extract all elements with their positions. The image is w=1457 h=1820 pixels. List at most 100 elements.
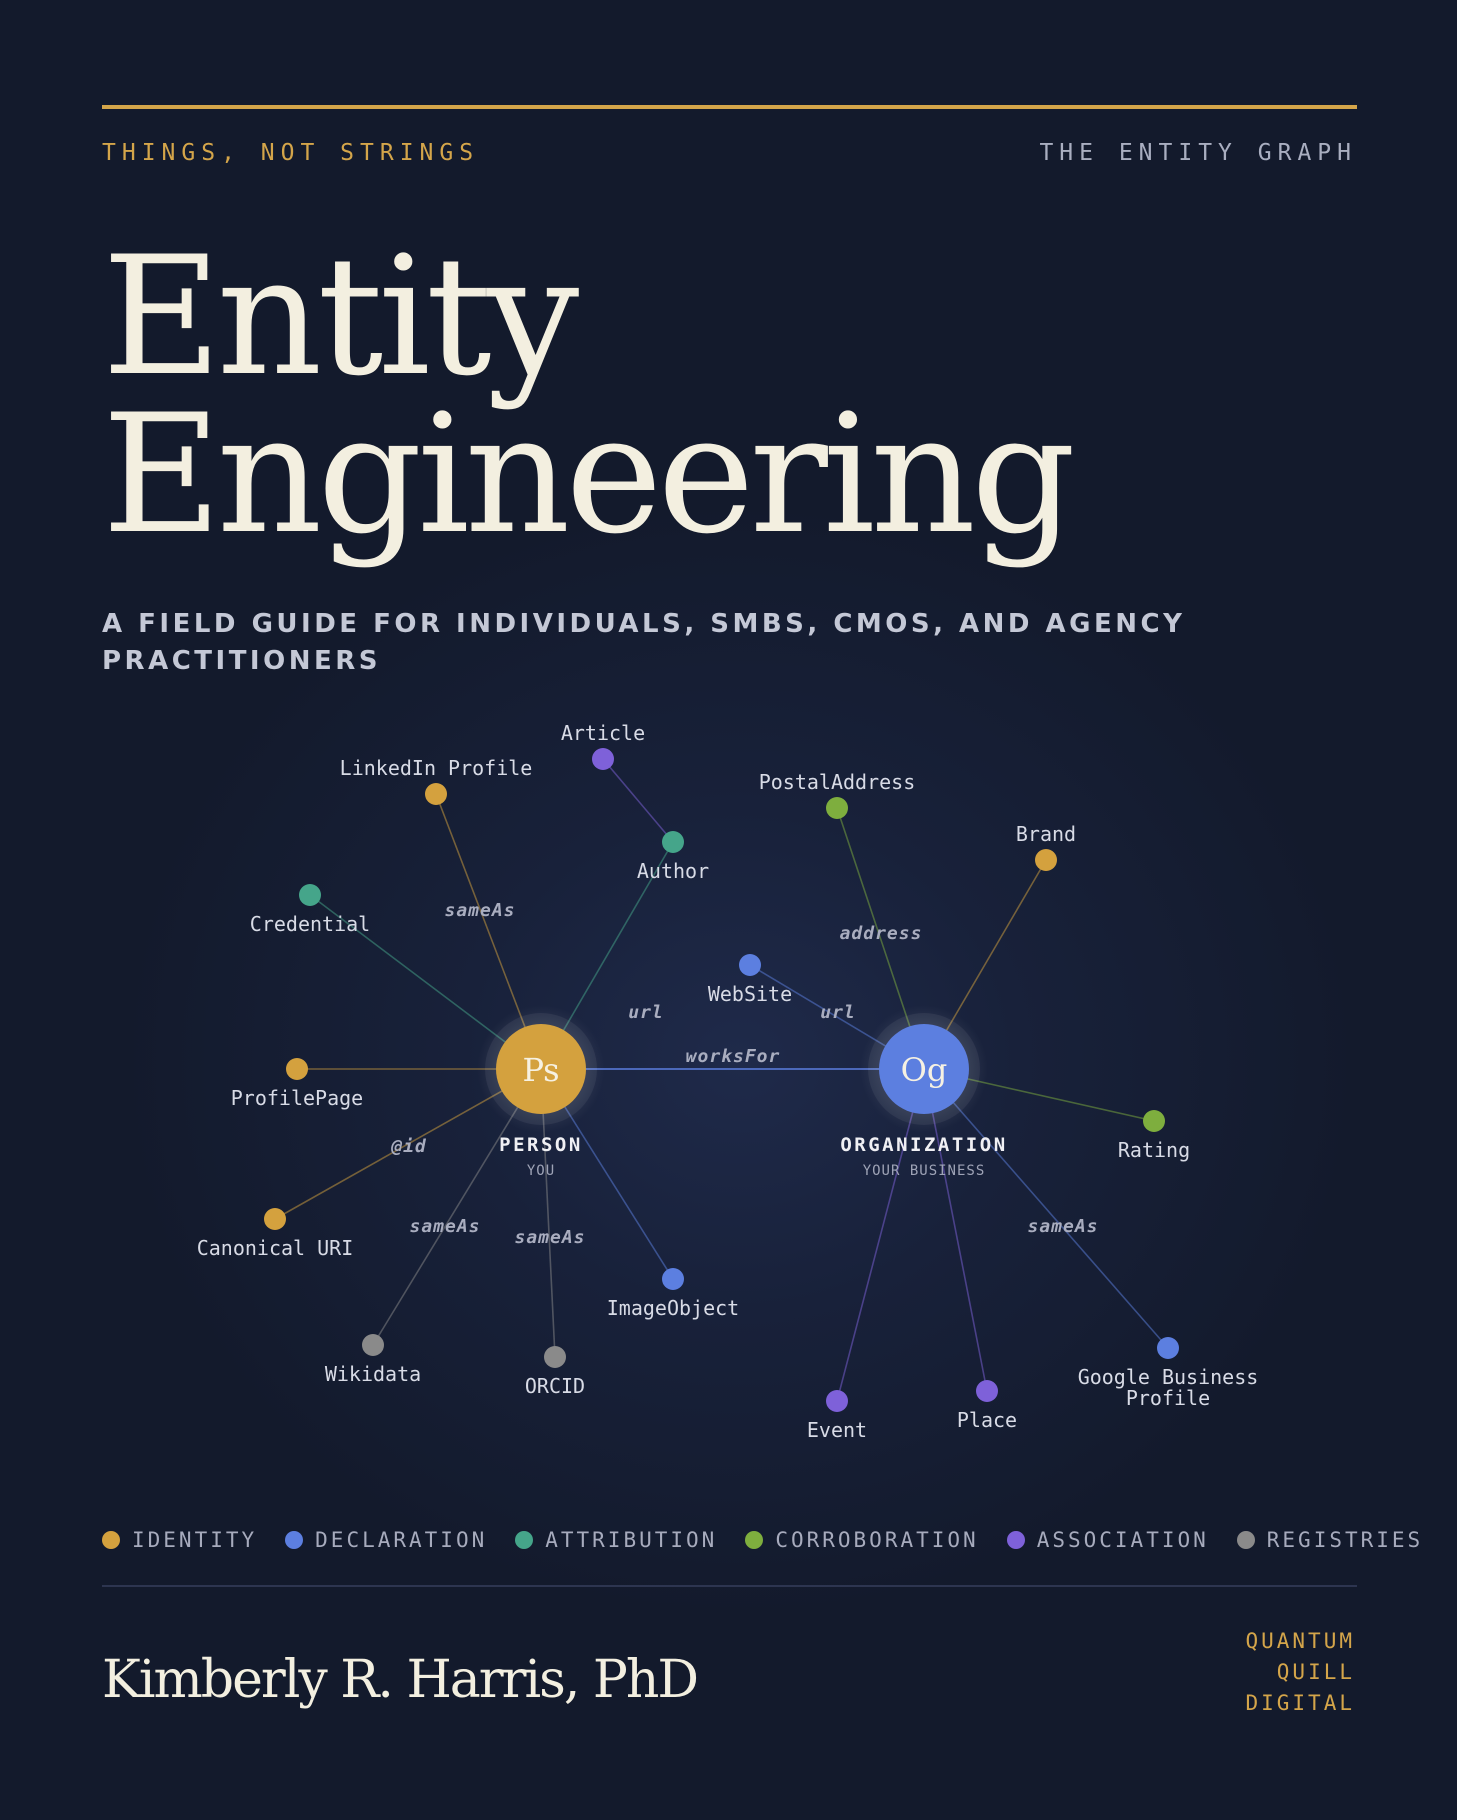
kicker-right: THE ENTITY GRAPH <box>1039 140 1357 166</box>
node-dot <box>544 1346 566 1368</box>
node-dot <box>362 1334 384 1356</box>
legend-item-identity: IDENTITY <box>102 1528 257 1552</box>
node-canonical-uri: Canonical URI <box>197 1208 354 1260</box>
person-label: PERSON <box>499 1134 583 1156</box>
node-label: ProfilePage <box>231 1086 363 1110</box>
node-label: Canonical URI <box>197 1236 354 1260</box>
node-dot <box>662 831 684 853</box>
legend-item-association: ASSOCIATION <box>1006 1528 1209 1552</box>
node-label: Article <box>561 721 645 745</box>
legend-item-attribution: ATTRIBUTION <box>515 1528 717 1552</box>
node-dot <box>592 748 614 770</box>
node-dot <box>1143 1110 1165 1132</box>
node-dot <box>264 1208 286 1230</box>
node-label: Credential <box>250 912 370 936</box>
author-name: Kimberly R. Harris, PhD <box>102 1650 699 1710</box>
publisher-line: DIGITAL <box>1245 1691 1355 1715</box>
legend-dot <box>1006 1531 1025 1549</box>
node-label: ImageObject <box>607 1296 739 1320</box>
edge-label: sameAs <box>409 1216 480 1237</box>
node-label: WebSite <box>708 982 792 1006</box>
edge-label: url <box>628 1002 664 1023</box>
node-rating: Rating <box>1118 1110 1190 1162</box>
node-dot <box>826 1390 848 1412</box>
legend-label: CORROBORATION <box>775 1528 979 1552</box>
edge-article <box>602 758 674 843</box>
person-sublabel: YOU <box>527 1163 555 1179</box>
legend-dot <box>745 1531 764 1549</box>
edge-label: url <box>820 1002 856 1023</box>
title-line-1: Entity <box>102 221 579 412</box>
legend-dot <box>515 1531 534 1549</box>
legend-label: REGISTRIES <box>1266 1528 1424 1552</box>
node-label: PostalAddress <box>759 770 916 794</box>
node-label: Author <box>637 859 709 883</box>
organization-circle <box>879 1024 969 1114</box>
legend-item-corroboration: CORROBORATION <box>745 1528 978 1552</box>
legend-item-declaration: DECLARATION <box>285 1528 487 1552</box>
node-orcid: ORCID <box>525 1346 585 1398</box>
publisher-imprint: QUANTUM QUILL DIGITAL <box>1245 1626 1355 1719</box>
node-label: ORCID <box>525 1374 585 1398</box>
legend-dot <box>102 1531 120 1549</box>
node-dot <box>286 1058 308 1080</box>
node-profilepage: ProfilePage <box>231 1058 363 1110</box>
node-dot <box>299 884 321 906</box>
edge-label: sameAs <box>514 1227 585 1248</box>
node-credential: Credential <box>250 884 370 936</box>
node-dot <box>1035 849 1057 871</box>
book-subtitle: A FIELD GUIDE FOR INDIVIDUALS, SMBS, CMO… <box>102 609 1186 676</box>
node-imageobject: ImageObject <box>607 1268 739 1320</box>
title-line-2: Engineering <box>102 379 1076 570</box>
node-dot <box>425 783 447 805</box>
publisher-line: QUILL <box>1276 1660 1355 1684</box>
node-dot <box>976 1380 998 1402</box>
node-website: WebSite <box>708 954 792 1006</box>
node-linkedin-profile: LinkedIn Profile <box>340 756 533 805</box>
node-postaladdress: PostalAddress <box>759 770 916 819</box>
node-brand: Brand <box>1016 822 1076 871</box>
node-dot <box>826 797 848 819</box>
edge-label: address <box>840 923 923 944</box>
node-label: Place <box>957 1408 1017 1432</box>
node-wikidata: Wikidata <box>325 1334 421 1386</box>
node-label: Google Business <box>1078 1365 1259 1389</box>
edge-label: worksFor <box>686 1046 781 1067</box>
node-place: Place <box>957 1380 1017 1432</box>
node-label: Wikidata <box>325 1362 421 1386</box>
person-monogram: Ps <box>522 1051 559 1089</box>
legend-dot <box>1236 1531 1255 1549</box>
node-label: Brand <box>1016 822 1076 846</box>
bottom-rule <box>102 1585 1357 1587</box>
top-rule <box>102 105 1357 109</box>
edge-label: sameAs <box>1027 1216 1098 1237</box>
node-label: LinkedIn Profile <box>340 756 533 780</box>
node-dot <box>739 954 761 976</box>
person-circle <box>496 1024 586 1114</box>
legend-label: ASSOCIATION <box>1036 1528 1209 1552</box>
legend-label: IDENTITY <box>132 1528 258 1552</box>
node-dot <box>662 1268 684 1290</box>
organization-monogram: Og <box>901 1051 948 1089</box>
node-label: Profile <box>1126 1386 1210 1410</box>
node-author: Author <box>637 831 709 883</box>
node-article: Article <box>561 721 645 770</box>
organization-sublabel: YOUR BUSINESS <box>863 1163 986 1179</box>
publisher-line: QUANTUM <box>1245 1629 1355 1653</box>
legend-item-registries: REGISTRIES <box>1236 1528 1424 1552</box>
node-dot <box>1157 1337 1179 1359</box>
node-event: Event <box>807 1390 867 1442</box>
legend-label: DECLARATION <box>315 1528 488 1552</box>
edge-label: sameAs <box>444 900 515 921</box>
legend-label: ATTRIBUTION <box>545 1528 718 1552</box>
legend-dot <box>285 1531 304 1549</box>
node-label: Rating <box>1118 1138 1190 1162</box>
